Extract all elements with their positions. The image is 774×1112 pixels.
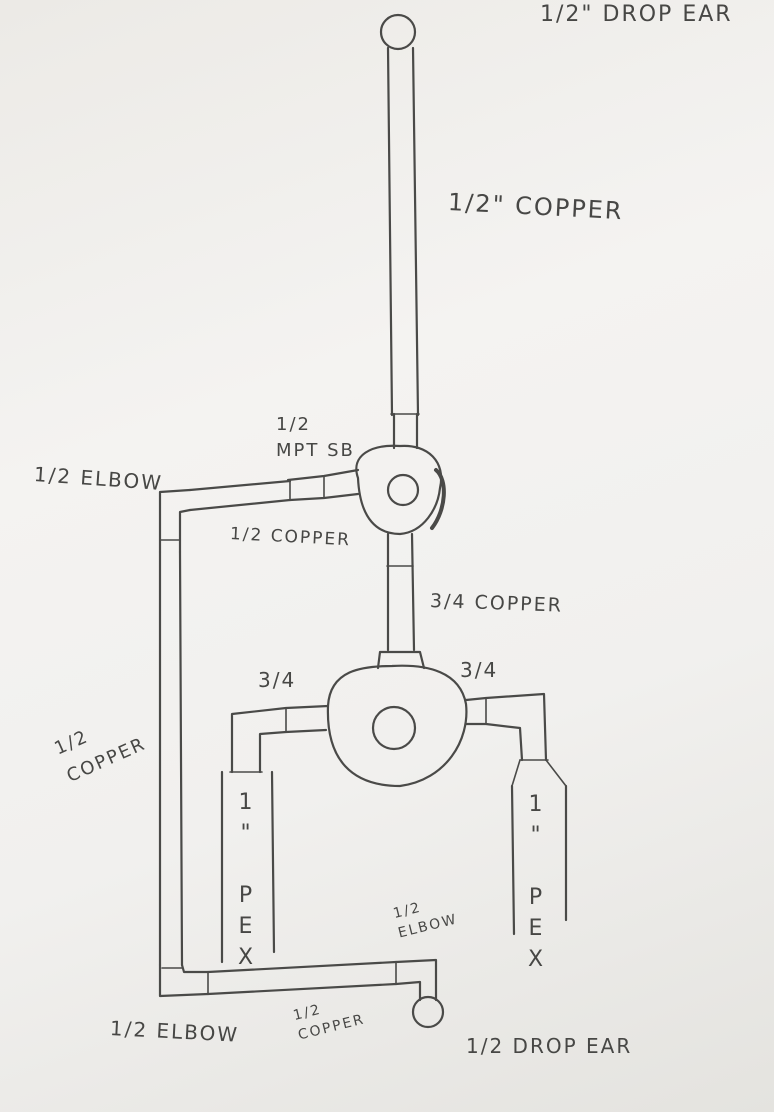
upper-valve-stem — [386, 473, 420, 507]
upper-valve-side-mark — [430, 468, 446, 530]
top-left-elbow — [158, 488, 192, 554]
riser-coupling — [392, 412, 419, 450]
label-three-quarter-right: 3/4 — [460, 658, 499, 682]
three-quarter-copper-pipe — [386, 532, 416, 652]
left-pex-tube — [220, 770, 276, 964]
half-copper-top-pipe — [188, 479, 292, 512]
right-pex-tube — [510, 784, 568, 936]
bottom-drop-ear-fitting — [411, 995, 445, 1029]
half-copper-riser-pipe — [386, 46, 420, 417]
label-three-quarter-copper: 3/4 COPPER — [429, 590, 564, 617]
mpt-sb-adapter — [286, 468, 360, 502]
label-pex-left: 1" PEX — [233, 790, 258, 976]
lower-manifold-body — [326, 664, 468, 788]
label-pex-right: 1" PEX — [523, 792, 548, 978]
half-copper-left-pipe — [158, 550, 184, 967]
left-three-quarter-elbow — [230, 704, 330, 774]
label-top-drop-ear: 1/2" DROP EAR — [540, 2, 733, 27]
top-drop-ear-fitting — [379, 13, 417, 51]
lower-manifold-stem — [371, 705, 417, 751]
label-bottom-drop-ear: 1/2 DROP EAR — [466, 1034, 633, 1058]
right-three-quarter-elbow — [464, 692, 548, 762]
bottom-left-elbow — [158, 963, 210, 998]
bottom-right-elbow — [394, 958, 438, 1002]
upper-valve-body — [355, 444, 443, 536]
half-copper-bottom-pipe — [206, 960, 398, 996]
label-mpt-sb: 1/2 MPT SB — [276, 414, 355, 461]
label-three-quarter-left: 3/4 — [258, 668, 297, 692]
